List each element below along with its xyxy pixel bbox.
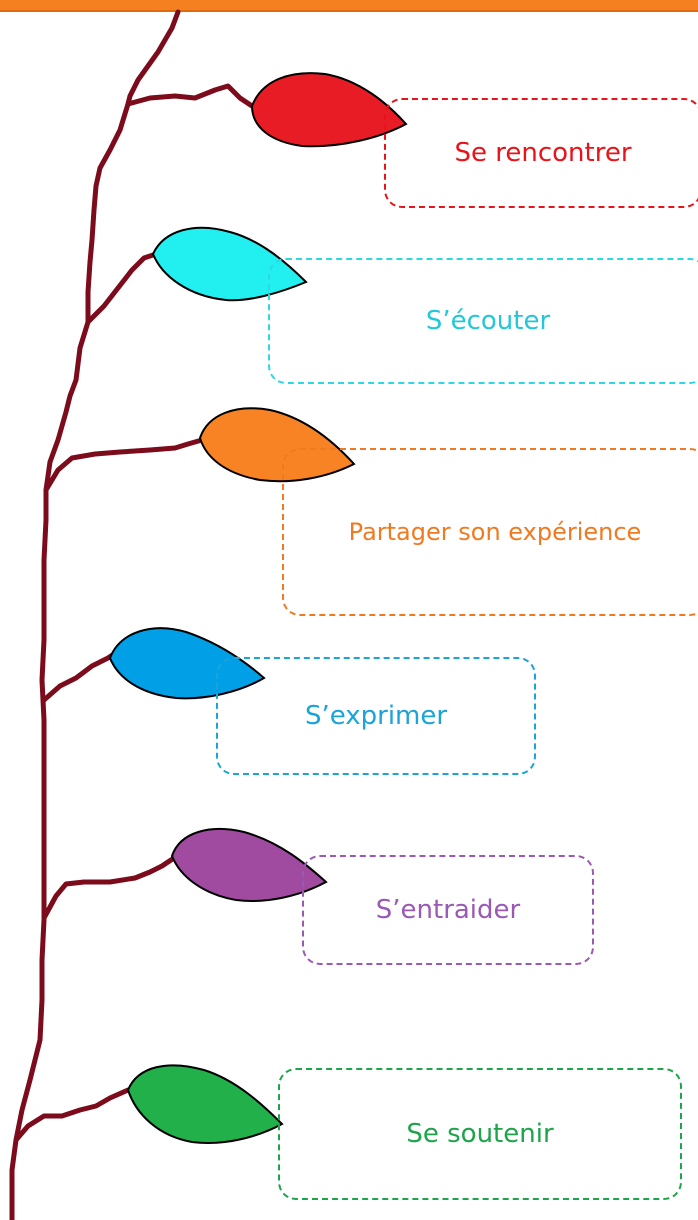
leaf-purple [170, 828, 328, 903]
label-box-partager-son-experience: Partager son expérience [282, 448, 698, 616]
branch-1 [125, 83, 255, 109]
label-se-soutenir: Se soutenir [406, 1119, 554, 1149]
main-stem [9, 9, 181, 1220]
branch-2 [85, 251, 159, 325]
label-box-se-rencontrer: Se rencontrer [384, 98, 698, 208]
leaf-cyan [151, 226, 308, 302]
label-box-s-exprimer: S’exprimer [216, 657, 536, 775]
label-s-exprimer: S’exprimer [304, 701, 448, 731]
label-partager-son-experience: Partager son expérience [348, 518, 642, 546]
label-se-rencontrer: Se rencontrer [454, 138, 632, 168]
leaf-orange [198, 407, 356, 483]
branch-4 [41, 651, 117, 703]
label-s-entraider: S’entraider [375, 895, 521, 925]
branch-3 [43, 437, 205, 493]
branch-5 [41, 855, 177, 921]
leaf-blue [108, 627, 266, 700]
label-s-ecouter: S’écouter [425, 306, 551, 336]
branch-6 [13, 1087, 131, 1143]
leaf-green [126, 1064, 284, 1145]
label-box-se-soutenir: Se soutenir [278, 1068, 682, 1200]
top-banner-bar [0, 0, 698, 12]
label-box-s-entraider: S’entraider [302, 855, 594, 965]
leaf-red [250, 72, 408, 148]
label-box-s-ecouter: S’écouter [268, 258, 698, 384]
